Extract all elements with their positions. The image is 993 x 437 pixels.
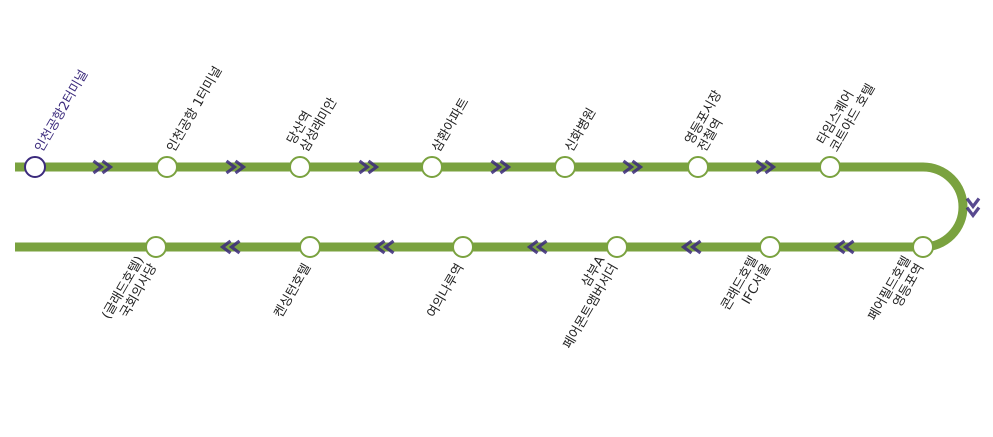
chevron-icon <box>382 239 395 255</box>
chevron-icon <box>842 239 855 255</box>
double-chevron-icon <box>526 239 548 255</box>
chevron-icon <box>490 159 503 175</box>
stop-incheon-airport-t1: 인천공항 1터미널 <box>156 64 226 178</box>
stop-label: 삼환아파트 <box>430 95 473 154</box>
stop-label: 인천공항 1터미널 <box>165 64 226 155</box>
stop-label: 켄싱턴호텔 <box>272 261 315 320</box>
stop-marker <box>24 156 46 178</box>
double-chevron-icon <box>680 239 702 255</box>
double-chevron-icon <box>225 159 247 175</box>
chevron-icon <box>373 239 386 255</box>
route-line <box>15 162 968 252</box>
double-chevron-icon <box>358 159 380 175</box>
chevron-icon <box>689 239 702 255</box>
stop-marker <box>145 236 167 258</box>
chevron-icon <box>219 239 232 255</box>
stop-label: 신화병원 <box>563 106 600 155</box>
stop-incheon-airport-t2: 인천공항2터미널 <box>24 68 92 178</box>
chevron-icon <box>764 159 777 175</box>
chevron-icon <box>965 206 981 219</box>
chevron-icon <box>499 159 512 175</box>
stop-label: 인천공항2터미널 <box>33 68 92 155</box>
double-chevron-icon <box>622 159 644 175</box>
double-chevron-icon <box>373 239 395 255</box>
chevron-icon <box>101 159 114 175</box>
chevron-icon <box>965 197 981 210</box>
stop-marker <box>912 236 934 258</box>
double-chevron-icon <box>92 159 114 175</box>
stop-marker <box>421 156 443 178</box>
stop-marker <box>299 236 321 258</box>
chevron-icon <box>367 159 380 175</box>
chevron-icon <box>755 159 768 175</box>
direction-arrows <box>92 159 981 255</box>
chevron-icon <box>358 159 371 175</box>
stop-marker <box>687 156 709 178</box>
double-chevron-icon <box>219 239 241 255</box>
chevron-icon <box>234 159 247 175</box>
chevron-icon <box>535 239 548 255</box>
stop-marker <box>819 156 841 178</box>
chevron-icon <box>92 159 105 175</box>
stop-marker <box>759 236 781 258</box>
stop-label: 여의나루역 <box>425 261 468 320</box>
stop-marker <box>156 156 178 178</box>
double-chevron-icon <box>833 239 855 255</box>
stop-marker <box>452 236 474 258</box>
chevron-icon <box>526 239 539 255</box>
double-chevron-icon <box>490 159 512 175</box>
stop-marker <box>606 236 628 258</box>
chevron-icon <box>228 239 241 255</box>
stop-marker <box>554 156 576 178</box>
chevron-icon <box>225 159 238 175</box>
chevron-icon <box>680 239 693 255</box>
chevron-icon <box>631 159 644 175</box>
chevron-icon <box>622 159 635 175</box>
stop-marker <box>289 156 311 178</box>
double-chevron-icon <box>755 159 777 175</box>
double-chevron-icon <box>965 197 981 219</box>
chevron-icon <box>833 239 846 255</box>
